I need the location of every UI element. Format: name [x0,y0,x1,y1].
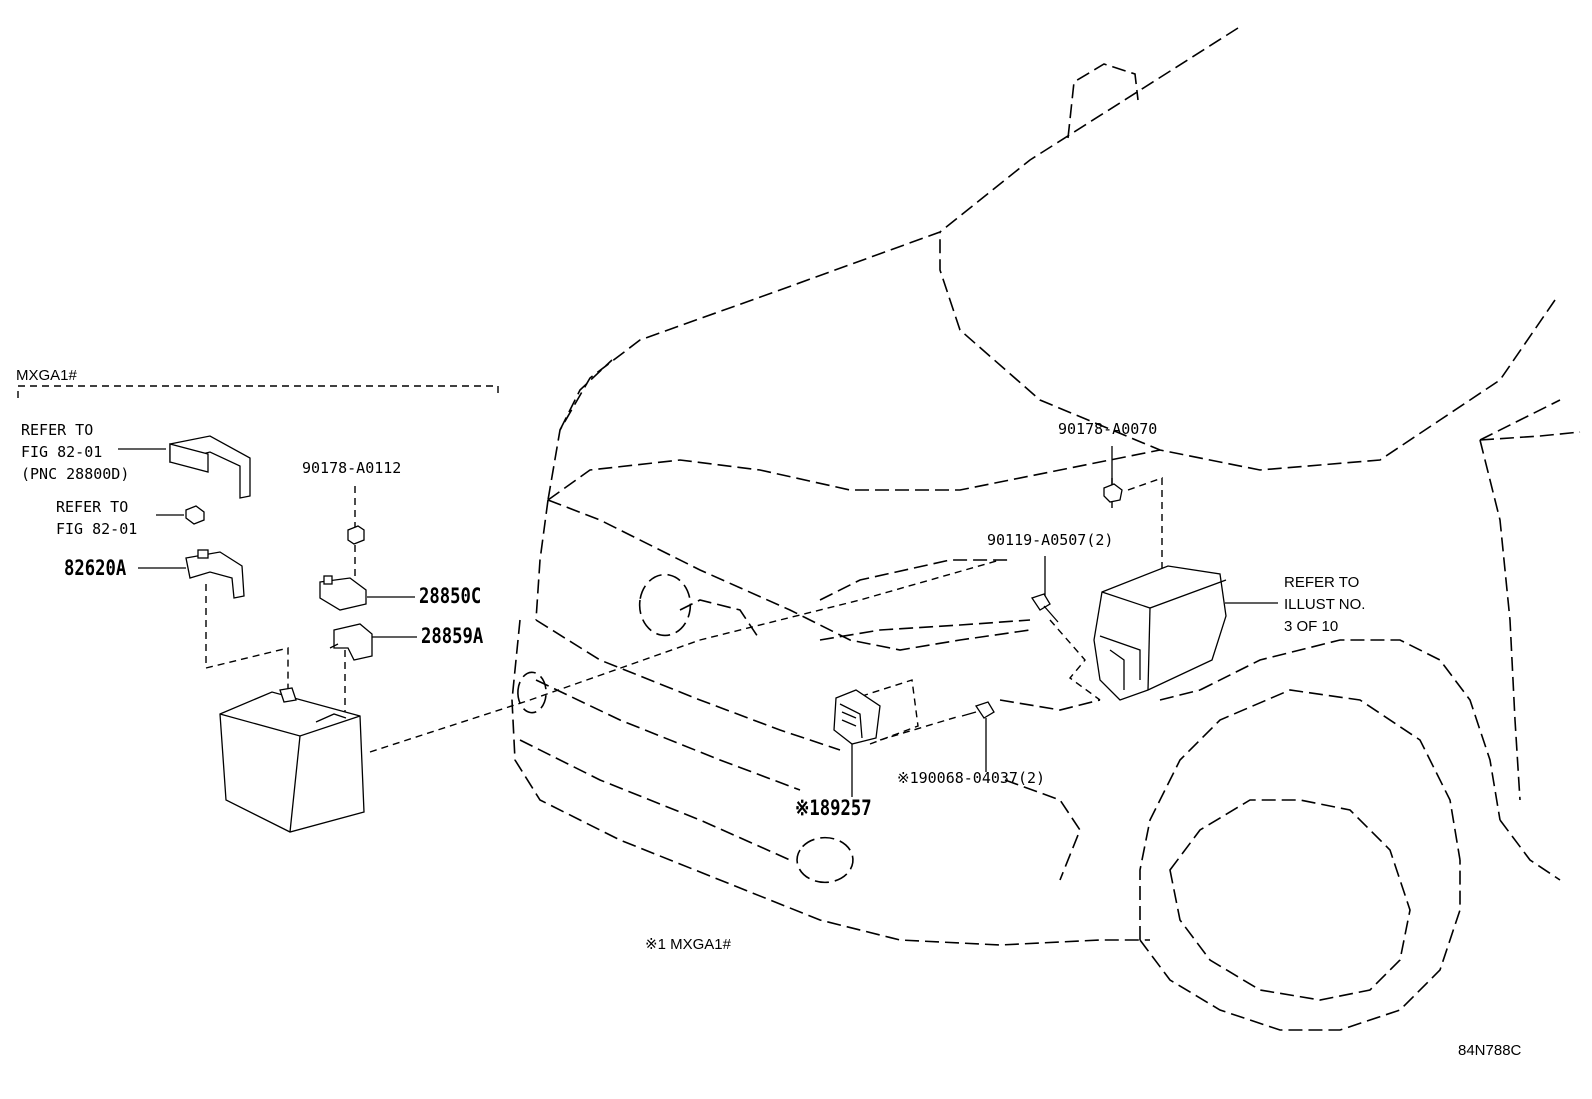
refer-nut-label: REFER TO FIG 82-01 [56,498,138,538]
battery-clamp-part-82620A [185,549,245,599]
part-number-82620A[interactable]: 82620A [64,556,127,580]
illustration-id: 84N788C [1458,1042,1522,1059]
computer-module-89257 [833,689,881,745]
bolt-part-90119-A0507 [1030,593,1059,623]
nut-part [185,505,205,525]
terminal-part-28850C [319,575,367,611]
assembly-lines [17,385,1278,797]
part-number-90178-A0070[interactable]: 90178-A0070 [1058,420,1158,438]
vehicle-outline [511,27,1581,1031]
refer-illust-label: REFER TO ILLUST NO. 3 OF 10 [1284,574,1366,635]
part-number-90119-A0507[interactable]: 90119-A0507(2) [987,531,1114,549]
bolt-part-90068-04037 [961,701,995,719]
group-label: MXGA1# [16,367,77,384]
clip-part-90178-A0112 [347,525,365,545]
battery-part [219,687,365,833]
clip-part-90178-A0070 [1103,483,1123,503]
terminal-part-28859A [329,623,373,661]
part-number-89257[interactable]: ※189257 [795,796,872,820]
fuse-relay-block [1093,565,1227,701]
footnote: ※1 MXGA1# [645,936,731,953]
part-number-28850C[interactable]: 28850C [419,584,482,608]
part-number-90068-04037[interactable]: ※190068-04037(2) [897,769,1046,787]
battery-cover-part [169,435,251,499]
refer-battery-cover-label: REFER TO FIG 82-01 (PNC 28800D) [21,421,130,483]
part-number-28859A[interactable]: 28859A [421,624,484,648]
part-number-90178-A0112[interactable]: 90178-A0112 [302,459,402,477]
